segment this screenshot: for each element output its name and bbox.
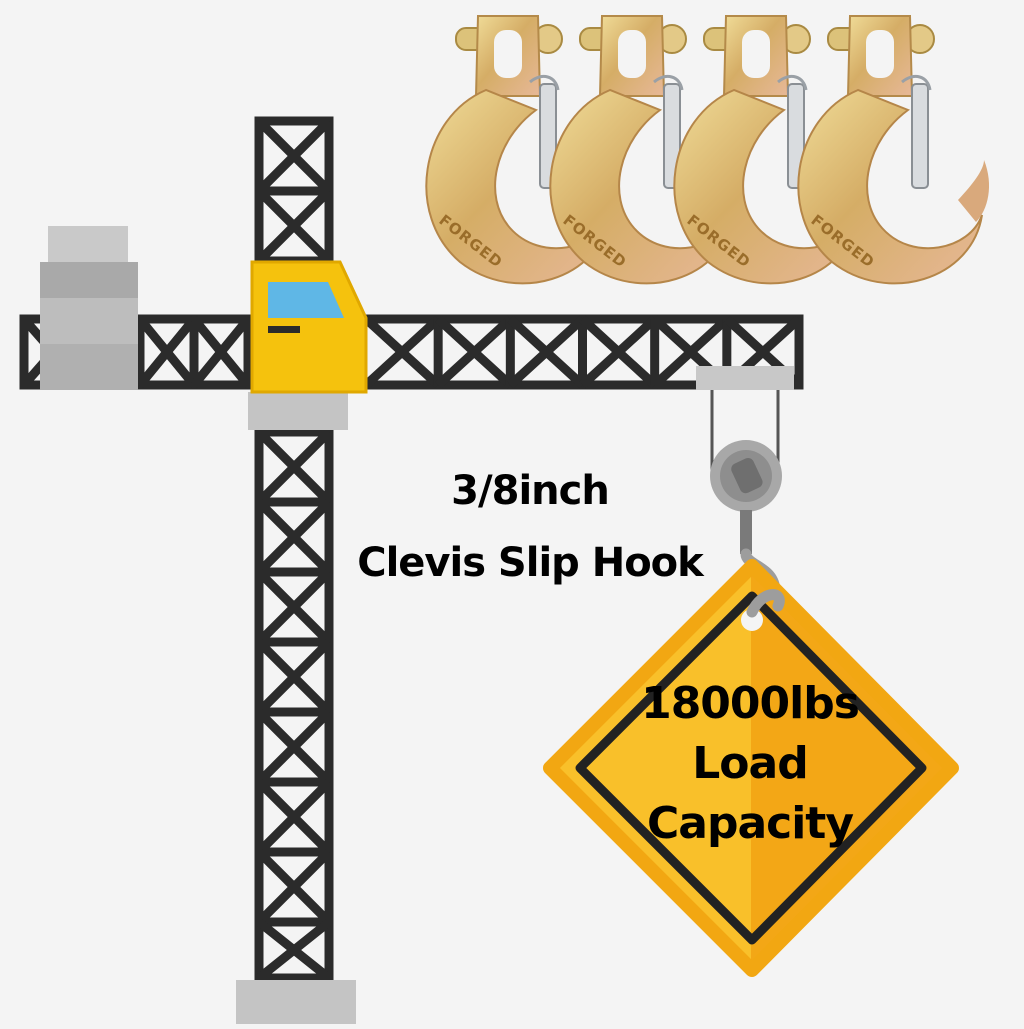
load-rating: 18000lbs	[641, 678, 860, 729]
crane-cab	[248, 260, 368, 430]
product-name: Clevis Slip Hook	[357, 540, 704, 586]
cab-window	[268, 282, 344, 318]
product-size: 3/8inch	[451, 468, 610, 514]
capacity-label: Capacity	[646, 798, 854, 849]
slip-hook-icon: FORGED	[797, 15, 990, 285]
counterweight	[40, 226, 138, 390]
crane-tower	[254, 116, 334, 983]
load-capacity-sign	[543, 559, 959, 977]
slip-hook-icon: FORGED	[673, 15, 866, 285]
crane-jib	[19, 314, 804, 390]
load-label: Load	[692, 738, 808, 789]
trolley	[696, 366, 794, 554]
